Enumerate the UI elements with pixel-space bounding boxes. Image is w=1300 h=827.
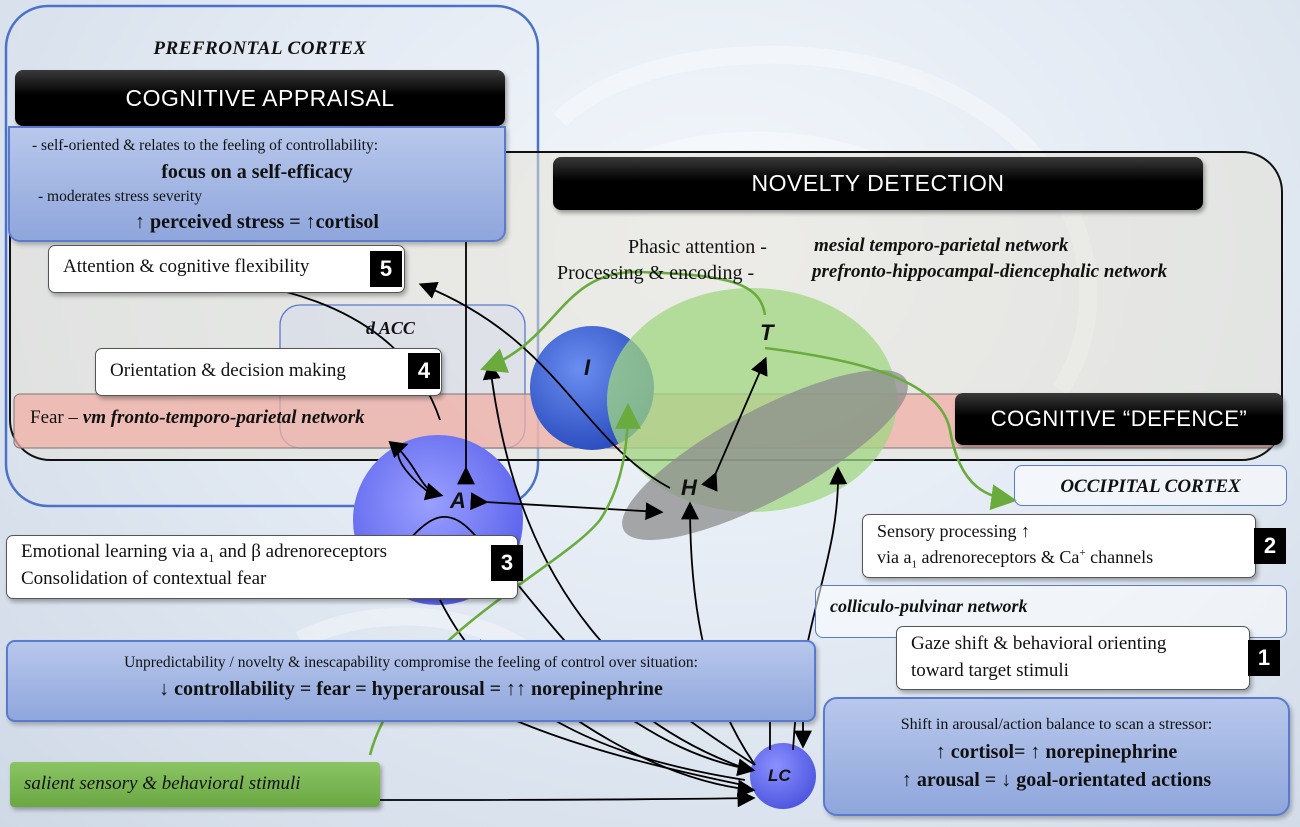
attention-flexibility-box: Attention & cognitive flexibility (48, 245, 405, 293)
cognitive-appraisal-box: - self-oriented & relates to the feeling… (8, 126, 506, 242)
sensory-line-2c: channels (1085, 547, 1154, 567)
node-label-T: T (760, 320, 774, 345)
attention-flexibility-text: Attention & cognitive flexibility (63, 256, 310, 277)
node-label-H: H (681, 475, 697, 500)
black-arrows (136, 208, 848, 808)
processing-encoding-label: Processing & encoding - (557, 262, 755, 284)
node-label-A: A (450, 488, 466, 513)
salient-stimuli-text: salient sensory & behavioral stimuli (24, 773, 301, 794)
emotional-learning-box: Emotional learning via a1 and β adrenore… (6, 535, 518, 599)
phasic-attention-network: mesial temporo-parietal network (814, 235, 1069, 256)
gaze-line-1: Gaze shift & behavioral orienting (911, 633, 1167, 654)
arousal-shift-line-1: Shift in arousal/action balance to scan … (900, 716, 1213, 733)
unpredictability-box: Unpredictability / novelty & inescapabil… (6, 640, 816, 722)
dacc-label: d ACC (366, 318, 415, 338)
orientation-decision-text: Orientation & decision making (110, 360, 346, 381)
fear-prefix: Fear – (30, 407, 83, 428)
number-badge-2: 2 (1254, 528, 1286, 564)
fear-network: vm fronto-temporo-parietal network (82, 407, 365, 428)
processing-encoding-network: prefronto-hippocampal-diencephalic netwo… (812, 261, 1168, 282)
gaze-shift-box: Gaze shift & behavioral orienting toward… (896, 626, 1250, 690)
emotional-line-1: Emotional learning via a1 and β adrenore… (21, 541, 387, 566)
cognitive-defence-bar: COGNITIVE “DEFENCE” (955, 393, 1283, 445)
sensory-sub: 1 (911, 558, 917, 571)
sensory-line-1: Sensory processing ↑ (877, 521, 1030, 541)
arousal-shift-box: Shift in arousal/action balance to scan … (823, 697, 1290, 816)
appraisal-line-3: - moderates stress severity (38, 188, 202, 205)
number-badge-1: 1 (1248, 640, 1280, 676)
arousal-shift-line-2: ↑ cortisol= ↑ norepinephrine (935, 741, 1178, 763)
novelty-detection-bar: NOVELTY DETECTION (553, 157, 1203, 210)
emotional-sub: 1 (208, 550, 215, 565)
number-badge-5: 5 (370, 251, 402, 287)
occipital-cortex-box: OCCIPITAL CORTEX (1014, 465, 1287, 506)
prefrontal-cortex-title: PREFRONTAL CORTEX (153, 38, 367, 59)
emotional-line-2: Consolidation of contextual fear (21, 568, 267, 589)
sensory-line-2: via a1 adrenoreceptors & Ca+ channels (877, 547, 1153, 571)
unpredictability-line-2: ↓ controllability = fear = hyperarousal … (159, 678, 663, 700)
number-badge-3: 3 (491, 545, 523, 581)
sensory-processing-box: Sensory processing ↑ via a1 adrenorecept… (862, 514, 1256, 578)
appraisal-line-4: ↑ perceived stress = ↑cortisol (135, 211, 379, 233)
sensory-line-2a: via a (877, 547, 912, 567)
node-label-I: I (584, 355, 591, 380)
number-badge-4: 4 (408, 353, 440, 389)
arousal-shift-line-3: ↑ arousal = ↓ goal-orientated actions (901, 769, 1212, 791)
fear-label: Fear – vm fronto-temporo-parietal networ… (30, 407, 365, 429)
node-label-LC: LC (768, 766, 791, 785)
sensory-sup: + (1079, 547, 1086, 559)
cognitive-appraisal-bar: COGNITIVE APPRAISAL (15, 70, 505, 126)
orientation-decision-box: Orientation & decision making (95, 348, 442, 396)
sensory-line-2b: adrenoreceptors & Ca (916, 547, 1080, 567)
appraisal-line-2: focus on a self-efficacy (161, 161, 353, 183)
locus-coeruleus-node (750, 743, 816, 809)
gaze-line-2: toward target stimuli (911, 660, 1069, 681)
phasic-attention-label: Phasic attention - (628, 236, 767, 258)
appraisal-line-1: - self-oriented & relates to the feeling… (32, 137, 379, 154)
salient-stimuli-box: salient sensory & behavioral stimuli (10, 762, 380, 807)
emotional-line-1-end: and β adrenoreceptors (214, 541, 387, 562)
unpredictability-line-1: Unpredictability / novelty & inescapabil… (124, 654, 698, 671)
emotional-line-1-start: Emotional learning via a (21, 541, 209, 562)
